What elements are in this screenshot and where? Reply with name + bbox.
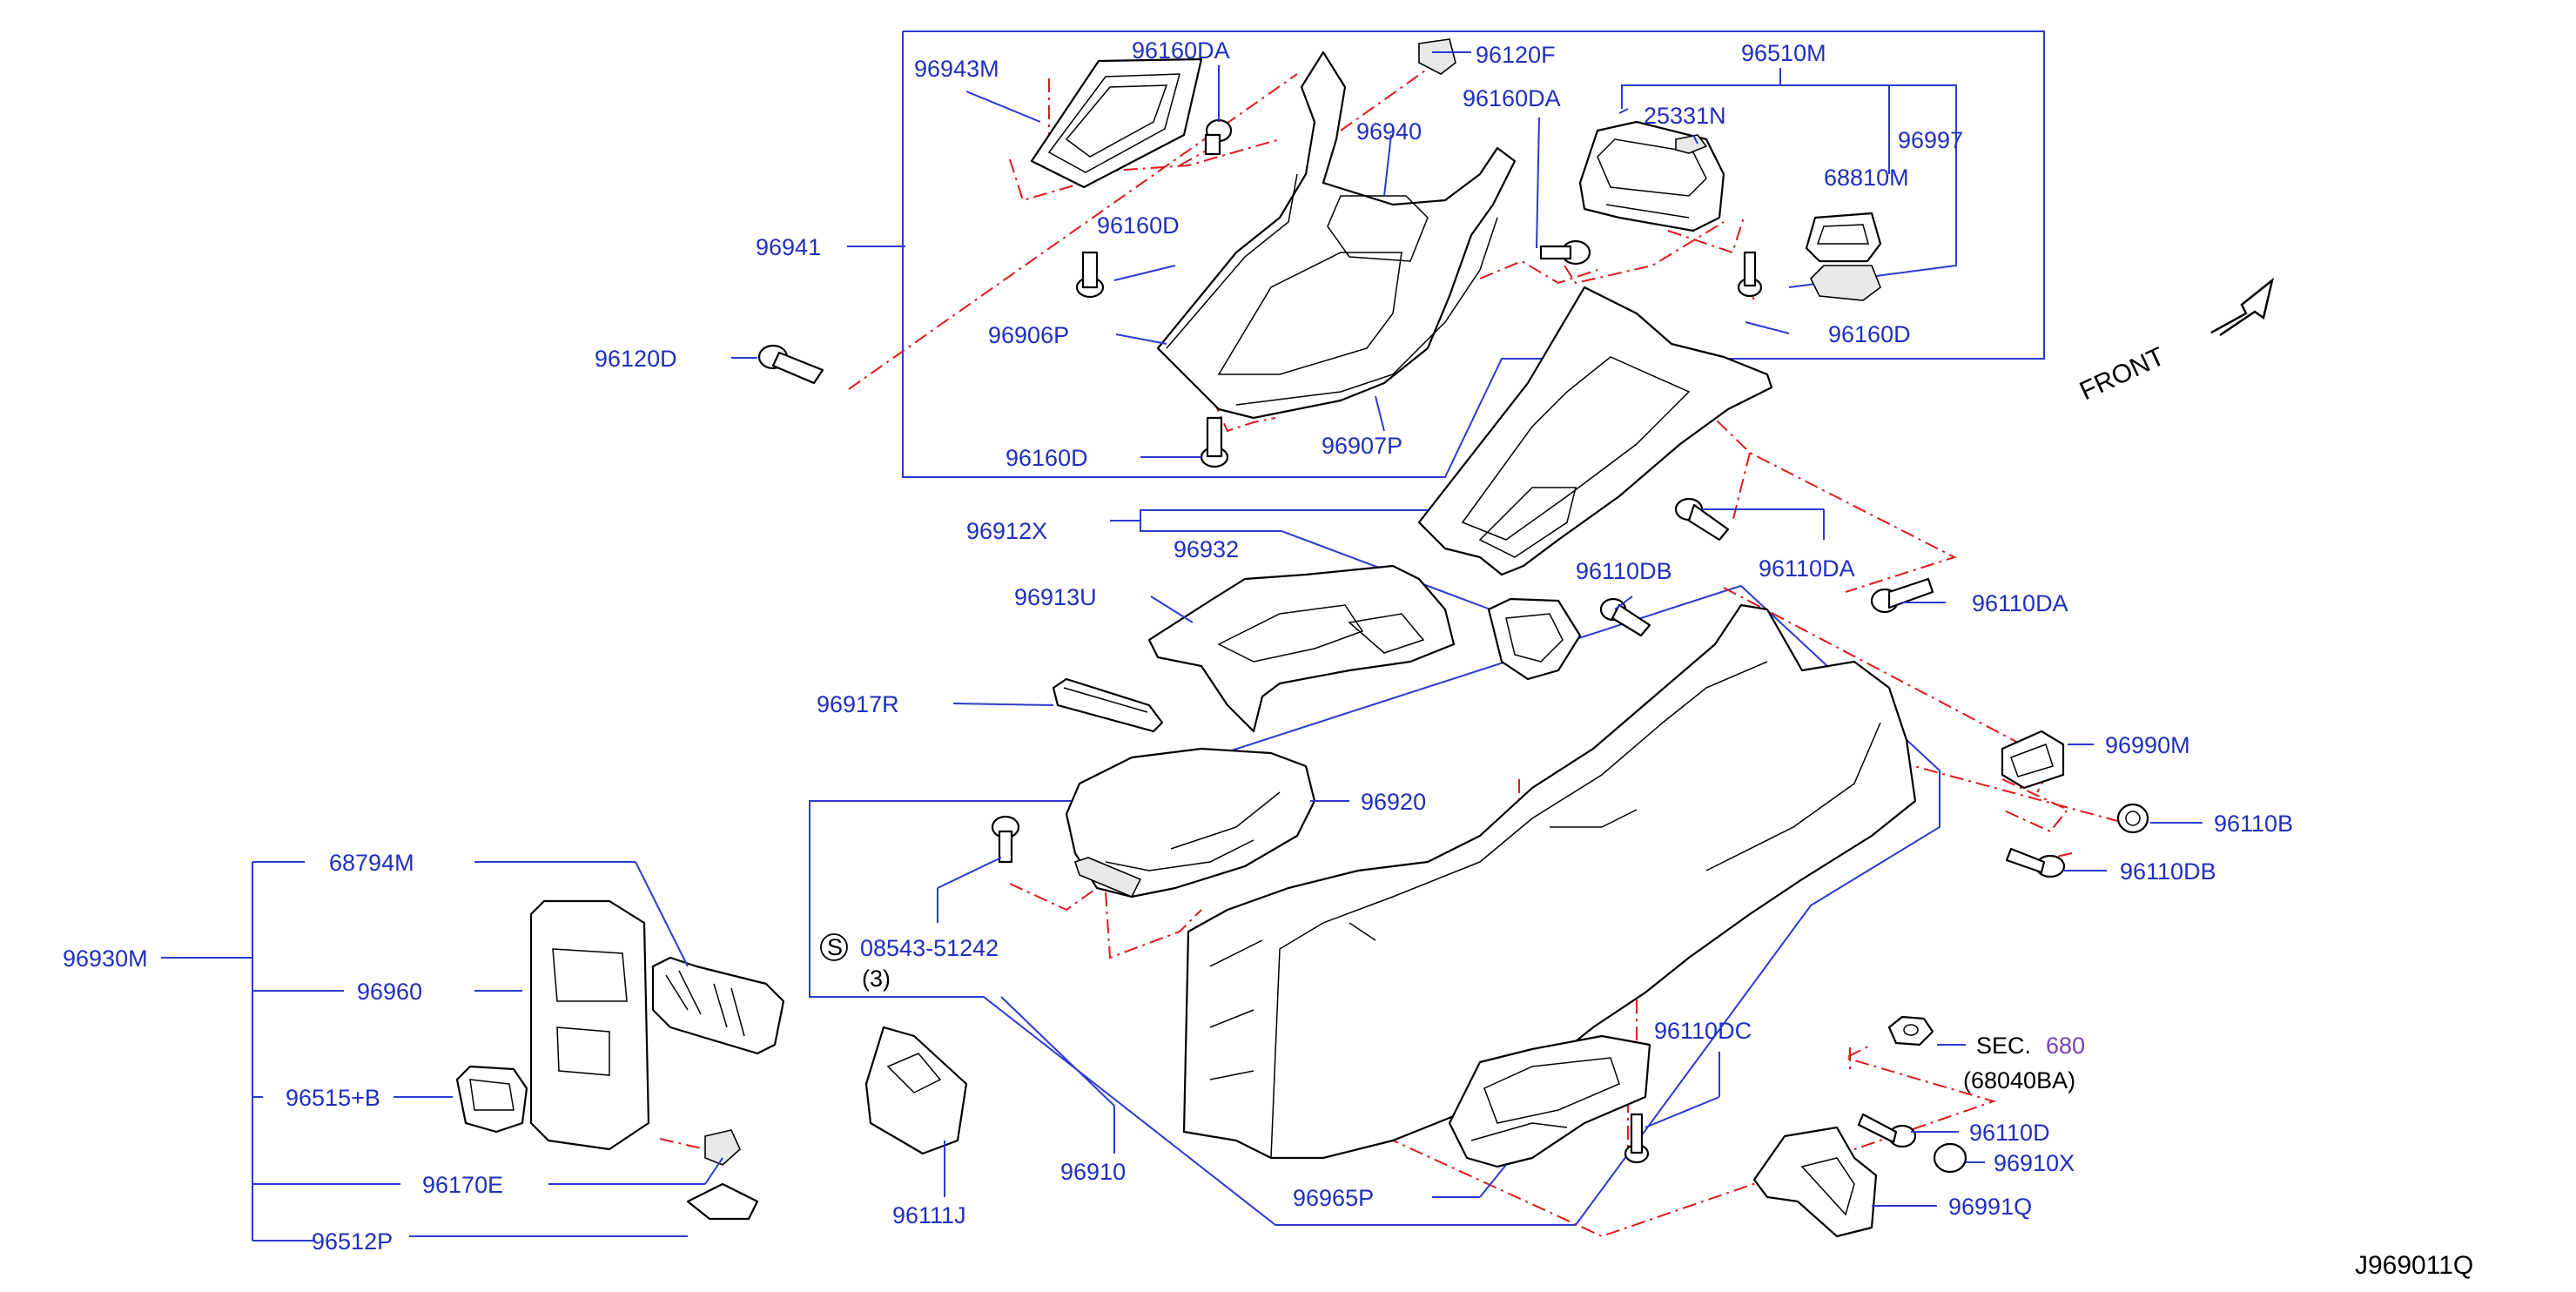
screw-96160D-c [1200,416,1229,468]
label-96910X[interactable]: 96910X [1994,1150,2075,1176]
sec-prefix: SEC. [1976,1033,2031,1059]
label-96160DA-a[interactable]: 96160DA [1132,37,1230,64]
label-68794M[interactable]: 68794M [329,850,414,876]
label-96160D-b[interactable]: 96160D [1828,321,1911,347]
socket-68810M [1805,212,1882,263]
clip-96120F [1418,38,1456,75]
label-96930M[interactable]: 96930M [63,945,148,972]
finisher-96932 [1417,286,1773,576]
label-08543-51242[interactable]: 08543-51242 [860,935,999,961]
switch-96515B [455,1065,528,1134]
rear-panel-96960 [529,899,650,1151]
standard-part-symbol-letter: S [827,934,843,960]
label-96110B[interactable]: 96110B [2214,811,2293,837]
label-96990M[interactable]: 96990M [2105,732,2190,758]
cap-96910X [1933,1142,1967,1174]
finisher-96943M [1030,57,1203,189]
label-96920[interactable]: 96920 [1361,789,1426,815]
screw-spec: S 08543-51242 (3) [820,933,999,992]
label-96910[interactable]: 96910 [1060,1159,1126,1185]
screw-96110DA-b [1870,577,1934,614]
label-96160D-a[interactable]: 96160D [1097,212,1180,239]
screw-96160DA-a [1204,118,1233,156]
bracket-96990M [2001,730,2065,790]
label-96110D[interactable]: 96110D [1969,1120,2050,1146]
tray-96965P [1448,1034,1651,1168]
label-96160DA-b[interactable]: 96160DA [1463,85,1561,111]
nut-96110B [2116,803,2149,834]
label-96512P[interactable]: 96512P [312,1228,393,1255]
screw-96110DB-b [2005,847,2066,878]
cover-96111J [864,1026,968,1155]
label-96110DB-b[interactable]: 96110DB [2120,858,2216,885]
finisher-96907P [1235,217,1498,406]
screw-96120D [757,344,824,385]
finisher-96940 [1156,50,1517,420]
section-reference: SEC. 680 (68040BA) [1963,1033,2085,1093]
unit-96997 [1810,265,1881,301]
clip-96170E [704,1129,741,1166]
screw-96160DA-b [1539,239,1591,266]
label-96111J[interactable]: 96111J [892,1202,966,1228]
label-96997[interactable]: 96997 [1898,127,1963,153]
96510M-bracket [1621,68,1957,288]
label-96917R[interactable]: 96917R [817,691,899,717]
96930M-bracket [161,861,400,1242]
front-arrow [2210,277,2275,337]
label-96940[interactable]: 96940 [1356,118,1422,145]
standard-part-symbol [820,933,848,961]
screw-96110DA-a [1674,497,1730,542]
label-96932[interactable]: 96932 [1174,536,1239,562]
meter-96510M [1578,120,1725,232]
screw-quantity: (3) [862,966,891,992]
upper-assembly-box [902,30,2045,478]
label-96110DB-a[interactable]: 96110DB [1576,558,1672,584]
label-96913U[interactable]: 96913U [1014,584,1097,610]
part-labels: 96943M 96160DA 96120F 96510M 25331N 9699… [63,37,2293,1255]
label-96170E[interactable]: 96170E [422,1172,503,1198]
screw-08543-51242 [991,815,1020,864]
screw-96160D-a [1075,251,1105,299]
label-96965P[interactable]: 96965P [1293,1185,1374,1211]
label-96907P[interactable]: 96907P [1322,433,1402,459]
leader-lines [393,51,2203,1237]
screw-96110D [1857,1113,1917,1148]
label-96912X[interactable]: 96912X [966,518,1047,544]
label-96120D[interactable]: 96120D [595,346,677,372]
armrest-96920 [1065,747,1316,898]
diagram-id: J969011Q [2355,1251,2473,1280]
label-68810M[interactable]: 68810M [1824,165,1909,191]
nut-68040BA [1887,1015,1934,1046]
label-96110DA-a[interactable]: 96110DA [1759,555,1855,582]
label-96160D-c[interactable]: 96160D [1006,445,1088,471]
label-96120F[interactable]: 96120F [1476,42,1556,68]
label-96991Q[interactable]: 96991Q [1948,1194,2032,1220]
screw-96110DB-a [1599,597,1651,637]
finisher-96913U [1147,564,1456,733]
lid-96917R [1052,677,1164,733]
sec-number-link[interactable]: 680 [2046,1033,2085,1059]
hinge-96920 [1073,857,1142,898]
label-96906P[interactable]: 96906P [988,322,1069,348]
screw-96110DC [1624,1113,1650,1164]
insert-96932 [1487,597,1582,681]
label-25331N[interactable]: 25331N [1644,103,1726,129]
front-label: FRONT [2075,342,2169,407]
label-96110DA-b[interactable]: 96110DA [1972,590,2068,616]
clip-96512P [686,1182,759,1221]
vent-68794M [651,956,785,1055]
label-96943M[interactable]: 96943M [914,56,999,82]
label-96510M[interactable]: 96510M [1741,40,1826,66]
label-96941[interactable]: 96941 [756,234,821,260]
sec-part-number: (68040BA) [1963,1067,2075,1093]
screw-96160D-b [1737,251,1763,298]
label-96515B[interactable]: 96515+B [286,1085,380,1111]
label-96960[interactable]: 96960 [357,979,422,1005]
label-96110DC[interactable]: 96110DC [1654,1018,1752,1044]
bracket-96991Q [1752,1126,1878,1238]
finisher-96906P [1166,173,1298,349]
